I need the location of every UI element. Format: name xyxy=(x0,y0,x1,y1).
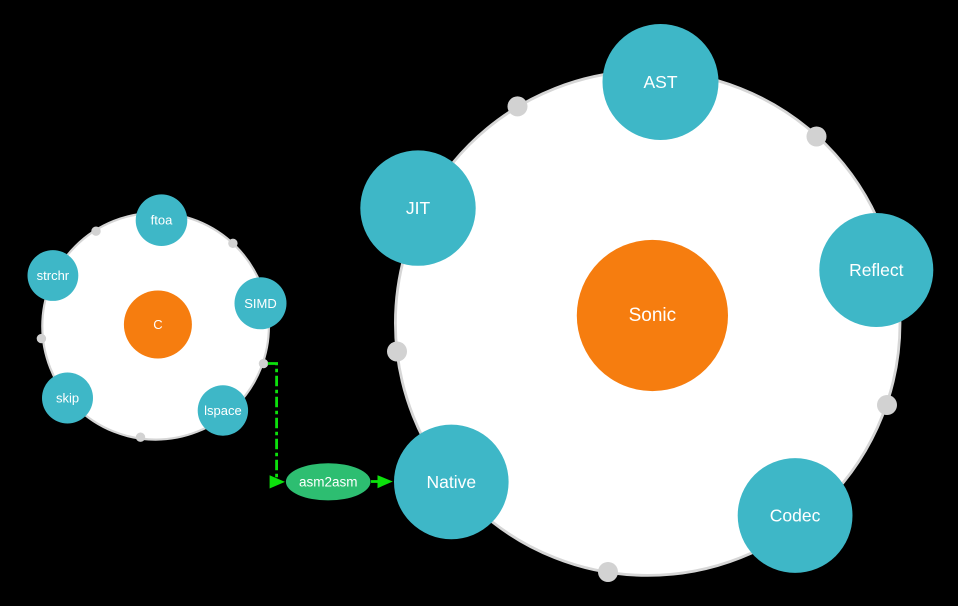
edge-c-to-asm2asm xyxy=(267,362,278,481)
node-c xyxy=(123,290,192,359)
node-codec xyxy=(737,458,853,573)
cluster-sonic-cluster-port-dot-1 xyxy=(806,126,827,147)
node-ast xyxy=(602,24,719,140)
cluster-sonic-cluster-port-dot-2 xyxy=(387,341,407,362)
edge-asm2asm-to-native-arrowhead xyxy=(377,475,393,489)
cluster-c-cluster-port-dot-2 xyxy=(36,333,47,344)
cluster-sonic-cluster-port-dot-4 xyxy=(598,562,618,582)
node-ftoa xyxy=(135,194,188,246)
edge-c-to-asm2asm-arrowhead xyxy=(269,475,285,489)
node-lspace xyxy=(197,385,249,436)
node-jit xyxy=(360,150,476,266)
cluster-sonic-cluster-port-dot-0 xyxy=(507,96,528,117)
cluster-c-cluster-port-dot-4 xyxy=(135,432,146,442)
node-skip xyxy=(42,372,93,424)
cluster-c-cluster-port-dot-3 xyxy=(258,358,269,369)
cluster-c-cluster-port-dot-0 xyxy=(91,226,101,236)
cluster-c-cluster-port-dot-1 xyxy=(228,238,238,248)
node-strchr xyxy=(27,250,79,301)
node-native xyxy=(394,424,509,540)
node-asm2asm xyxy=(285,463,371,501)
node-simd xyxy=(234,277,287,330)
cluster-sonic-cluster-port-dot-3 xyxy=(877,395,897,415)
node-reflect xyxy=(819,213,934,327)
node-sonic xyxy=(576,239,729,392)
